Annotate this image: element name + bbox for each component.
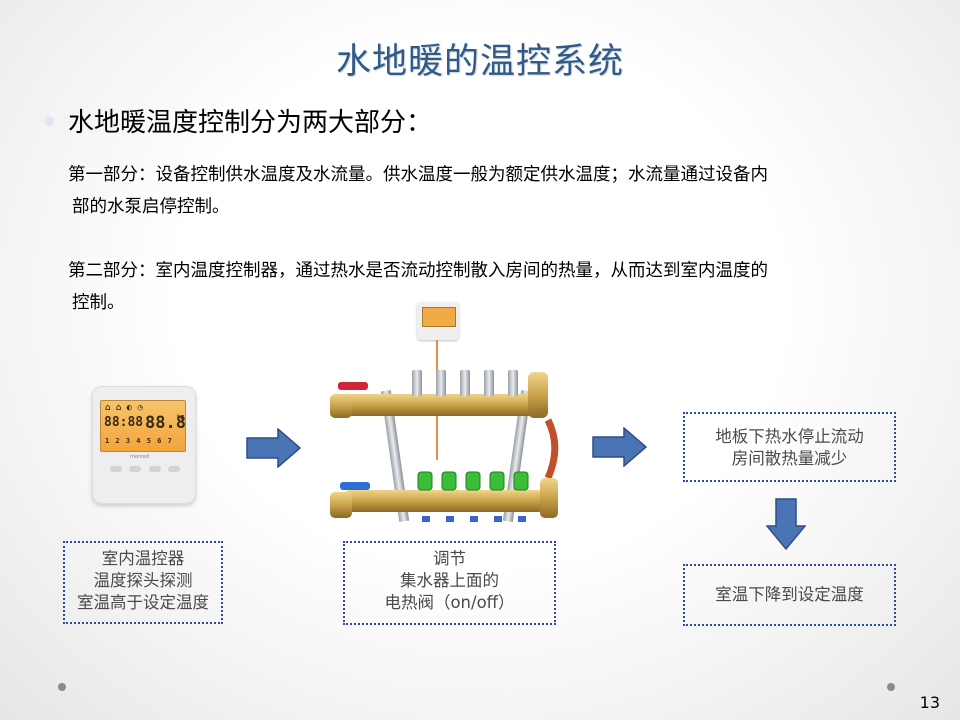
- manifold-bracket: [502, 389, 532, 523]
- thermostat-buttons: [110, 466, 180, 478]
- thermostat-screen: ⌂ ⌂ ◐ ◷ 88:88 88.8 °C 1 2 3 4 5 6 7: [100, 400, 186, 452]
- manifold-top-bar: [344, 394, 534, 416]
- blue-valve-handle: [340, 482, 370, 490]
- bottom-right-fitting: [540, 478, 558, 518]
- bullet-dot-icon: [44, 115, 54, 126]
- manifold-top-valves: [412, 370, 518, 396]
- block-arrow-icon: [246, 428, 302, 468]
- manifold-image: [330, 370, 559, 523]
- block-arrow-icon: [592, 427, 648, 467]
- bullet-heading-text: 水地暖温度控制分为两大部分：: [68, 108, 433, 138]
- block-arrow-icon: [766, 498, 806, 550]
- page-number: 13: [919, 693, 940, 712]
- box-right-top-line2: 房间散热量减少: [731, 449, 848, 468]
- red-valve-handle: [338, 382, 368, 390]
- box-mid-line3: 电热阀（on/off）: [384, 593, 515, 612]
- thermostat-button: [148, 466, 161, 472]
- copper-pipe: [544, 418, 559, 480]
- thermostat-temp: 88.8: [145, 413, 186, 433]
- mini-thermostat-screen: [422, 307, 456, 327]
- box-valve-adjust: 调节 集水器上面的 电热阀（on/off）: [343, 541, 556, 625]
- thermostat-unit: °C: [176, 414, 185, 422]
- box-left-line3: 室温高于设定温度: [77, 593, 209, 612]
- part1-line1: 第一部分：设备控制供水温度及水流量。供水温度一般为额定供水温度；水流量通过设备内: [68, 165, 768, 185]
- corner-dot-icon: [58, 683, 66, 691]
- corner-dot-icon: [887, 683, 895, 691]
- box-right-bottom-text: 室温下降到设定温度: [715, 585, 864, 604]
- part2-line1: 第二部分：室内温度控制器，通过热水是否流动控制散入房间的热量，从而达到室内温度的: [68, 261, 768, 281]
- part2-paragraph: 第二部分：室内温度控制器，通过热水是否流动控制散入房间的热量，从而达到室内温度的…: [68, 255, 930, 319]
- blue-valve-body: [330, 492, 352, 518]
- red-valve-body: [330, 394, 352, 418]
- thermostat-button: [110, 466, 122, 472]
- thermostat-button: [129, 466, 142, 472]
- box-left-line1: 室内温控器: [101, 549, 185, 568]
- manifold-bottom-bar: [344, 490, 544, 512]
- box-left-line2: 温度探头探测: [93, 571, 193, 590]
- thermostat-image: ⌂ ⌂ ◐ ◷ 88:88 88.8 °C 1 2 3 4 5 6 7 menr…: [92, 386, 196, 504]
- part1-line2: 部的水泵启停控制。: [72, 197, 230, 217]
- thermostat-icons: ⌂ ⌂ ◐ ◷: [105, 403, 143, 413]
- thermostat-days: 1 2 3 4 5 6 7: [105, 437, 173, 445]
- bullet-heading: 水地暖温度控制分为两大部分：: [44, 102, 432, 139]
- outlet-labels: [422, 516, 526, 522]
- box-mid-line2: 集水器上面的: [400, 571, 499, 590]
- box-temp-drops: 室温下降到设定温度: [683, 564, 896, 626]
- part2-line2: 控制。: [72, 293, 125, 313]
- manifold-bracket: [380, 389, 410, 523]
- thermostat-time: 88:88: [104, 415, 144, 430]
- box-water-stops: 地板下热水停止流动 房间散热量减少: [683, 412, 896, 482]
- mini-thermostat-image: [417, 302, 459, 340]
- thermostat-button: [167, 466, 180, 472]
- box-right-top-line1: 地板下热水停止流动: [715, 427, 864, 446]
- part1-paragraph: 第一部分：设备控制供水温度及水流量。供水温度一般为额定供水温度；水流量通过设备内…: [68, 159, 930, 223]
- right-fitting: [528, 372, 548, 418]
- box-room-thermostat: 室内温控器 温度探头探测 室温高于设定温度: [63, 541, 223, 624]
- slide-title: 水地暖的温控系统: [335, 42, 624, 82]
- box-mid-line1: 调节: [433, 549, 466, 568]
- electric-valve-actuators: [417, 471, 529, 491]
- thermostat-brand: menred: [130, 454, 150, 460]
